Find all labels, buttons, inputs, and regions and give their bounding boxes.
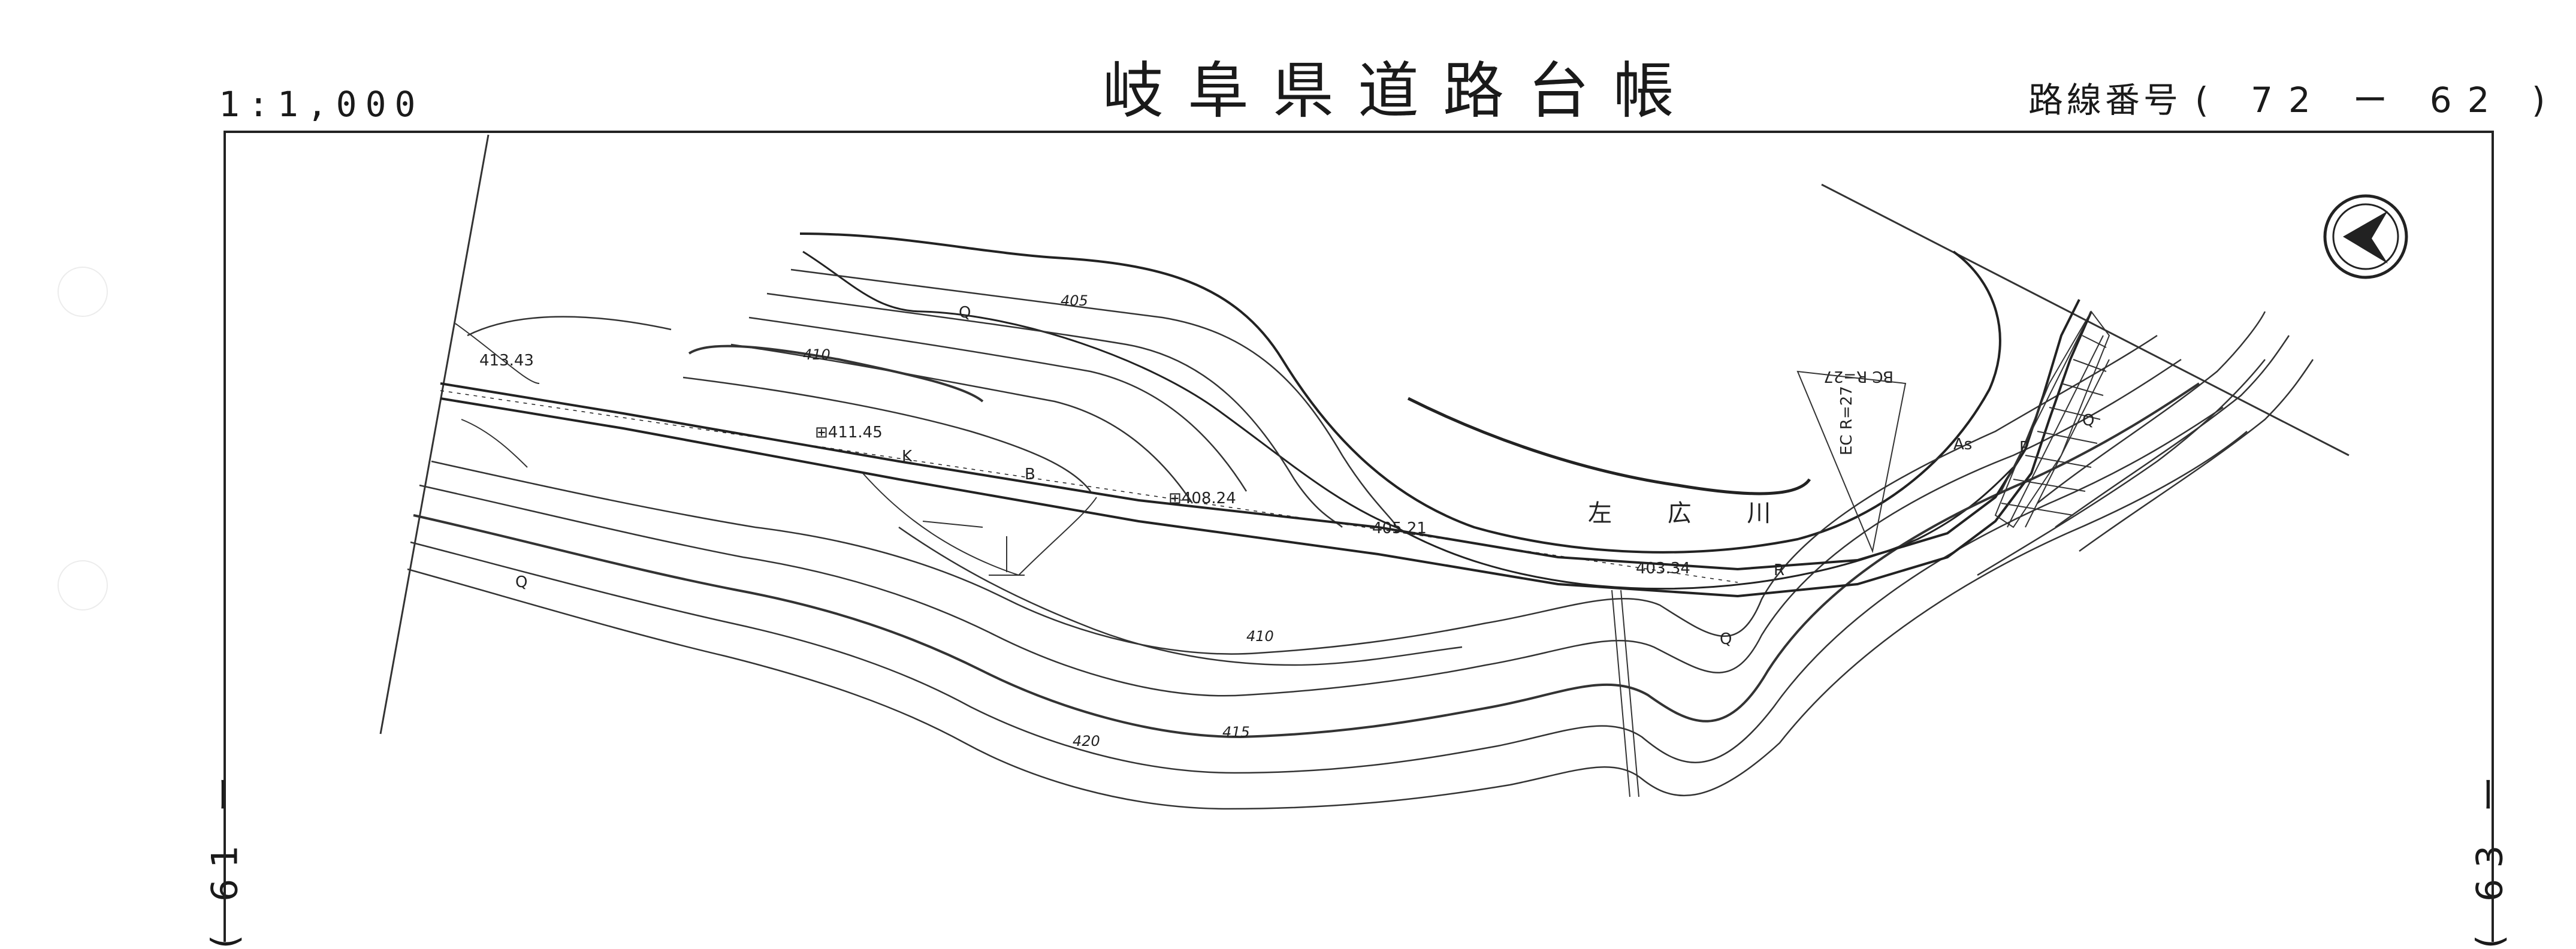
route-label: 路線番号 [2028, 80, 2182, 120]
symbol-as: As [1953, 436, 1972, 454]
route-number-value: ( 72 ー 62 ) [2195, 80, 2561, 120]
route-number: 路線番号 ( 72 ー 62 ) [2028, 72, 2561, 122]
symbol-p: P [2019, 439, 2029, 457]
contour-label-2: 405 [1061, 292, 1088, 309]
elevation-1: 413.43 [479, 352, 534, 370]
map-frame [224, 131, 2494, 942]
retaining-wall [1994, 310, 2110, 528]
contour-label-4: 415 [1222, 724, 1250, 741]
punch-hole-top [58, 267, 108, 317]
map-labels: 413.43 ⊞411.45 ⊞408.24 405.21 403.34 410… [479, 292, 2094, 749]
elevation-4: 405.21 [1372, 519, 1427, 537]
embankment [455, 323, 1639, 797]
symbol-q-1: Q [959, 304, 971, 322]
curve-label-ec: EC R=27 [1838, 386, 1856, 455]
contours-lower [407, 311, 2314, 810]
elevation-2: ⊞411.45 [815, 424, 883, 442]
north-arrow-icon [2323, 194, 2408, 279]
curve-triangle [1796, 370, 1907, 554]
symbol-q-3: Q [2082, 412, 2094, 430]
symbol-k: K [902, 448, 913, 466]
contour-label-1: 410 [803, 346, 831, 363]
page-title: 岐阜県道路台帳 [1103, 56, 1698, 127]
punch-hole-bottom [58, 560, 108, 610]
symbol-q-2: Q [515, 573, 527, 591]
elevation-3: ⊞408.24 [1168, 489, 1236, 507]
curve-label-bc: BC R=27 [1823, 367, 1894, 385]
symbol-b: B [1025, 466, 1035, 483]
river [799, 232, 2015, 590]
symbol-r: R [1774, 561, 1784, 579]
contour-label-5: 420 [1073, 733, 1100, 749]
contours-upper [467, 268, 1397, 528]
elevation-5: 403.34 [1636, 560, 1690, 578]
river-name: 左 広 川 [1588, 500, 1795, 527]
symbol-q-4: Q [1720, 630, 1732, 648]
contour-label-3: 410 [1246, 628, 1274, 645]
cut-lines [379, 134, 2349, 735]
map-scale: 1:1,000 [219, 84, 424, 125]
